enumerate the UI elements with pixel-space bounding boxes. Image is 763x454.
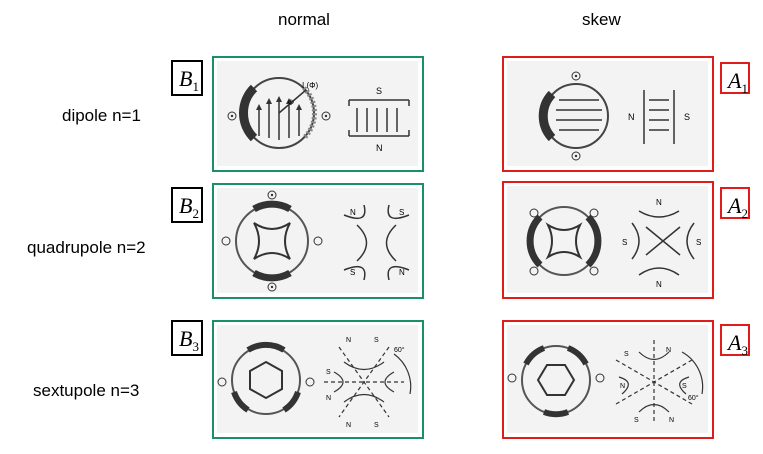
skew-quadrupole-tag: A2 (720, 187, 750, 221)
skew-sextupole-diagram: S N N S S N 60° (507, 325, 708, 433)
skew-quadrupole-diagram: N S S N (507, 186, 708, 293)
phi-label: Φ (288, 98, 294, 107)
skew-sext-s3: S (634, 417, 639, 424)
quad-pole-s2: S (350, 268, 355, 277)
skew-sext-n2: N (620, 383, 625, 390)
sext-pole-n2: N (326, 395, 331, 402)
skew-dipole-tag: A1 (720, 62, 750, 96)
normal-dipole-tag: B1 (171, 60, 203, 96)
skew-sext-n1: N (666, 347, 671, 354)
skew-quad-s1: S (622, 238, 627, 247)
sext-pole-s1: S (374, 337, 379, 344)
skew-dipole-diagram: N S (507, 61, 708, 166)
skew-quad-n1: N (656, 198, 662, 207)
quad-pole-s1: S (399, 208, 404, 217)
sext-pole-s3: S (374, 422, 379, 429)
pole-south: S (376, 86, 382, 96)
current-label: I (Φ) (302, 81, 318, 90)
skew-sextupole-tag: A3 (720, 324, 750, 358)
skew-pole-north: N (628, 112, 635, 122)
skew-quad-s2: S (696, 238, 701, 247)
sext-pole-n3: N (346, 422, 351, 429)
normal-sextupole-panel: N S S N N S 60° (212, 320, 424, 439)
normal-quadrupole-diagram: N S S N (217, 188, 418, 293)
column-header-skew: skew (582, 10, 621, 29)
skew-sext-n3: N (669, 417, 674, 424)
skew-sext-s1: S (624, 351, 629, 358)
normal-dipole-diagram: I (Φ) Φ S N (217, 61, 418, 166)
skew-quadrupole-panel: N S S N (502, 181, 714, 299)
skew-quad-n2: N (656, 280, 662, 289)
skew-sext-s2: S (682, 383, 687, 390)
sext-pole-s2: S (326, 369, 331, 376)
pole-north: N (376, 143, 383, 153)
skew-sextupole-panel: S N N S S N 60° (502, 320, 714, 439)
quad-pole-n1: N (350, 208, 356, 217)
sext-angle: 60° (394, 346, 405, 354)
row-label-dipole: dipole n=1 (62, 106, 141, 125)
skew-sext-angle: 60° (688, 394, 699, 402)
normal-sextupole-diagram: N S S N N S 60° (217, 325, 418, 433)
row-label-sextupole: sextupole n=3 (33, 381, 140, 400)
column-header-normal: normal (278, 10, 330, 29)
normal-quadrupole-panel: N S S N (212, 183, 424, 299)
normal-quadrupole-tag: B2 (171, 187, 203, 223)
sext-pole-n1: N (346, 337, 351, 344)
normal-sextupole-tag: B3 (171, 320, 203, 356)
quad-pole-n2: N (399, 268, 405, 277)
skew-pole-south: S (684, 112, 690, 122)
row-label-quadrupole: quadrupole n=2 (27, 238, 146, 257)
skew-dipole-panel: N S (502, 56, 714, 172)
normal-dipole-panel: I (Φ) Φ S N (212, 56, 424, 172)
